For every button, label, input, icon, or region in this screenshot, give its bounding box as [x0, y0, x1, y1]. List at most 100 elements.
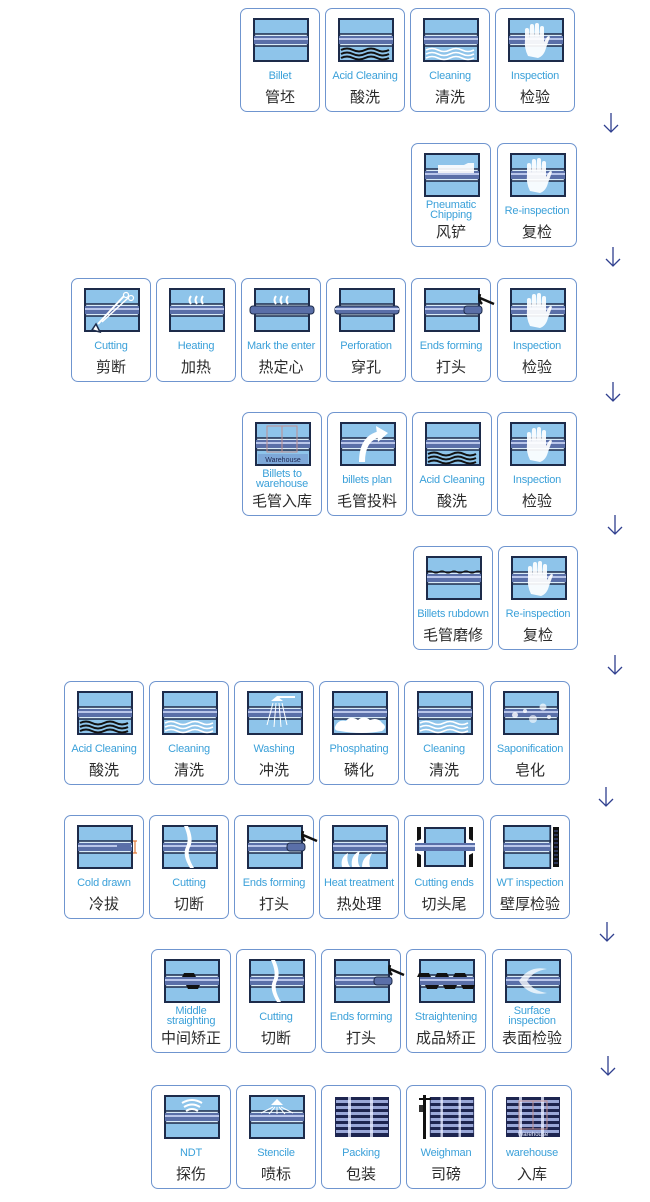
- step-label-en: Inspection: [510, 70, 560, 82]
- cold-drawn-icon: [77, 825, 137, 869]
- ends-forming-hammer-icon: [424, 288, 495, 332]
- cutting-ends-icon: [415, 825, 475, 869]
- cleaning-icon: [417, 691, 473, 735]
- acid-cleaning-icon: [425, 422, 481, 466]
- down-arrow-icon: [605, 654, 625, 676]
- step-label-en: NDT: [179, 1147, 202, 1159]
- step-label-en: Washing: [253, 743, 295, 755]
- scissors-cutting-icon: [84, 288, 140, 334]
- down-arrow-icon: [601, 112, 621, 134]
- acid-cleaning-icon: [77, 691, 133, 735]
- down-arrow-icon: [597, 921, 617, 943]
- cleaning-icon: [162, 691, 218, 735]
- ends-forming-hammer-icon: [247, 825, 318, 869]
- step-label-zh: 表面检验: [501, 1029, 562, 1047]
- crane-scale-icon: [419, 1095, 475, 1139]
- step-label-en: Billets to warehouse: [255, 468, 308, 490]
- step-label-en: Stencile: [257, 1147, 295, 1159]
- step-label-zh: 加热: [180, 358, 211, 376]
- step-label-en: Re-inspection: [504, 205, 570, 217]
- ends-forming-hammer-icon: [334, 959, 405, 1003]
- step-label-en: Acid Cleaning: [332, 70, 398, 82]
- process-step-washing: Washing 冲洗: [234, 681, 314, 785]
- shower-washing-icon: [247, 691, 303, 735]
- step-label-en: Surface inspection: [508, 1005, 556, 1027]
- step-label-en: Billets rubdown: [417, 608, 489, 620]
- step-label-zh: 冲洗: [258, 761, 289, 779]
- inspection-hand-icon: [508, 18, 564, 62]
- perforation-icon: [334, 288, 400, 332]
- bubbles-icon: [503, 691, 559, 735]
- step-label-en: Cleaning: [429, 70, 471, 82]
- step-label-en: Billet: [268, 70, 292, 82]
- surface-inspection-icon: [505, 959, 561, 1003]
- step-label-en: Re-inspection: [505, 608, 571, 620]
- step-label-en: Cleaning: [423, 743, 465, 755]
- down-arrow-icon: [603, 381, 623, 403]
- step-label-en: Cutting: [172, 877, 206, 889]
- step-label-zh: 包装: [345, 1165, 376, 1183]
- step-label-en: Perforation: [340, 340, 392, 352]
- phosphating-cloud-icon: [332, 691, 388, 735]
- down-arrow-icon: [598, 1055, 618, 1077]
- cleaning-icon: [423, 18, 479, 62]
- step-label-zh: 检验: [521, 492, 552, 510]
- warehouse-door-icon: Warehouse: [255, 422, 311, 466]
- step-label-en: Ends forming: [242, 877, 306, 889]
- step-label-en: Cutting: [259, 1011, 293, 1023]
- step-label-en: Saponification: [496, 743, 564, 755]
- step-label-zh: 打头: [258, 895, 289, 913]
- centering-icon: [249, 288, 315, 332]
- step-label-zh: 清洗: [434, 88, 465, 106]
- step-label-en: WT inspection: [496, 877, 564, 889]
- step-label-zh: 热定心: [258, 358, 304, 376]
- inspection-hand-icon: [511, 556, 567, 600]
- step-label-zh: 喷标: [260, 1165, 291, 1183]
- step-label-zh: 打头: [435, 358, 466, 376]
- step-label-en: Middle straighting: [166, 1005, 216, 1027]
- heating-icon: [169, 288, 225, 332]
- step-label-en: warehouse: [505, 1147, 558, 1159]
- cut-line-icon: [162, 825, 218, 869]
- step-label-en: Weighman: [420, 1147, 472, 1159]
- step-label-en: Cold drawn: [77, 877, 131, 889]
- process-step-phosphating: Phosphating 磷化: [319, 681, 399, 785]
- step-label-zh: 磷化: [343, 761, 374, 779]
- step-label-zh: 热处理: [336, 895, 382, 913]
- step-label-zh: 毛管投料: [336, 492, 397, 510]
- down-arrow-icon: [596, 786, 616, 808]
- curved-arrow-icon: [340, 422, 396, 466]
- cut-line-icon: [249, 959, 305, 1003]
- process-step-ends-forming: Ends forming 打头: [234, 815, 318, 919]
- step-label-en: Ends forming: [329, 1011, 393, 1023]
- step-label-zh: 切断: [173, 895, 204, 913]
- process-step-cleaning: Cleaning 清洗: [410, 8, 490, 112]
- process-step-cutting: Cutting 切断: [149, 815, 229, 919]
- down-arrow-icon: [603, 246, 623, 268]
- process-step-middle-straighting: Middle straighting 中间矫正: [151, 949, 231, 1053]
- step-label-zh: 中间矫正: [160, 1029, 221, 1047]
- step-label-en: Phosphating: [329, 743, 389, 755]
- warehouse-bundle-icon: Warehouse: [505, 1095, 561, 1139]
- step-label-en: Cutting: [94, 340, 128, 352]
- straightening-rollers-icon: [417, 959, 475, 1003]
